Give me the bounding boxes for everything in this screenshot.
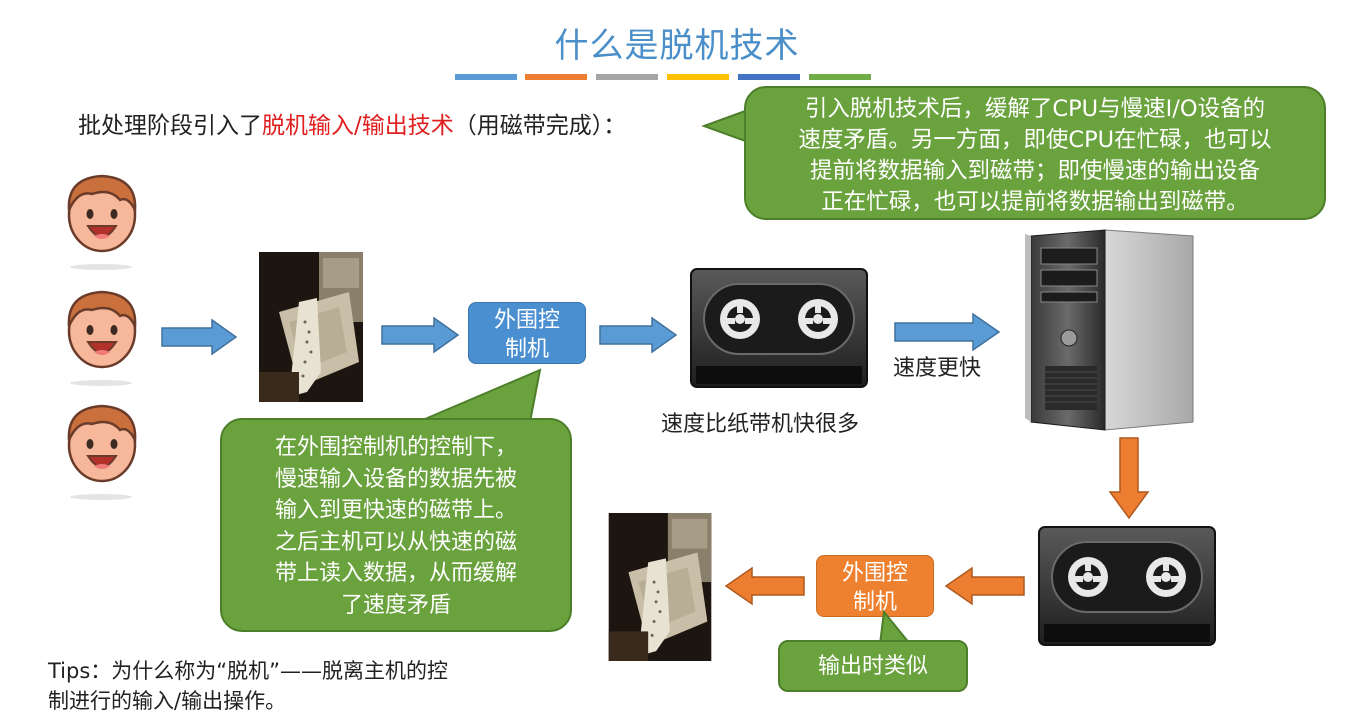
page-title: 什么是脱机技术: [554, 26, 800, 66]
middle-callout-line: 输入到更快速的磁带上。: [274, 498, 517, 523]
controller-label-line: 制机: [852, 590, 897, 615]
user-face-icon: [67, 404, 137, 483]
paper-tape-punch-icon: [608, 513, 712, 661]
face-shadow: [70, 380, 132, 386]
intro-highlight: 脱机输入/输出技术: [262, 113, 454, 139]
controller-label-line: 外围控: [841, 561, 908, 586]
paper-tape-reader-icon: [259, 252, 363, 402]
title-bar-1: [455, 74, 517, 80]
top-callout-line: 提前将数据输入到磁带；即使慢速的输出设备: [809, 158, 1260, 184]
middle-callout-line: 之后主机可以从快速的磁: [274, 529, 517, 555]
arrow-right-icon: [599, 316, 678, 354]
middle-callout-line: 了速度矛盾: [340, 592, 451, 618]
computer-tower-icon: [1025, 229, 1194, 431]
peripheral-controller-output: 外围控 制机: [816, 555, 934, 617]
arrow-right-icon: [381, 316, 460, 354]
tips-line: 制进行的输入/输出操作。: [48, 689, 287, 713]
intro-prefix: 批处理阶段引入了: [78, 113, 262, 139]
title-bar-2: [525, 74, 587, 80]
faster-label: 速度更快: [893, 356, 982, 381]
title-bar-4: [667, 74, 729, 80]
face-shadow: [70, 494, 132, 500]
middle-callout: 在外围控制机的控制下， 慢速输入设备的数据先被 输入到更快速的磁带上。 之后主机…: [220, 418, 572, 632]
middle-callout-line: 慢速输入设备的数据先被: [274, 466, 517, 492]
top-callout-line: 引入脱机技术后，缓解了CPU与慢速I/O设备的: [804, 96, 1266, 122]
top-callout-line: 速度矛盾。另一方面，即使CPU在忙碌，也可以: [798, 127, 1272, 153]
title-bar-6: [809, 74, 871, 80]
magnetic-tape-icon: [1038, 526, 1216, 646]
arrow-right-icon: [161, 318, 238, 356]
user-face-icon: [67, 174, 137, 253]
middle-callout-line: 带上读入数据，从而缓解: [274, 561, 517, 586]
tips-text: Tips：为什么称为“脱机”——脱离主机的控 制进行的输入/输出操作。: [48, 656, 448, 716]
intro-suffix: （用磁带完成）：: [453, 113, 627, 139]
arrow-right-icon: [894, 312, 1001, 352]
face-shadow: [70, 264, 132, 270]
controller-label-line: 外围控: [493, 308, 560, 333]
arrow-down-icon: [1108, 437, 1150, 520]
user-face-icon: [67, 290, 137, 369]
magnetic-tape-icon: [690, 268, 868, 388]
title-bar-3: [596, 74, 658, 80]
peripheral-controller-input: 外围控 制机: [468, 302, 586, 364]
top-callout: 引入脱机技术后，缓解了CPU与慢速I/O设备的 速度矛盾。另一方面，即使CPU在…: [744, 86, 1326, 220]
title-bar-5: [738, 74, 800, 80]
tips-line: Tips：为什么称为“脱机”——脱离主机的控: [48, 659, 449, 683]
arrow-left-icon: [724, 566, 805, 606]
intro-text: 批处理阶段引入了脱机输入/输出技术（用磁带完成）：: [78, 106, 626, 140]
top-callout-line: 正在忙碌，也可以提前将数据输出到磁带。: [821, 189, 1249, 215]
output-callout: 输出时类似: [778, 640, 968, 692]
arrow-left-icon: [944, 566, 1025, 606]
controller-label-line: 制机: [504, 337, 549, 362]
middle-callout-line: 在外围控制机的控制下，: [274, 435, 517, 460]
tape-speed-label: 速度比纸带机快很多: [661, 412, 860, 437]
